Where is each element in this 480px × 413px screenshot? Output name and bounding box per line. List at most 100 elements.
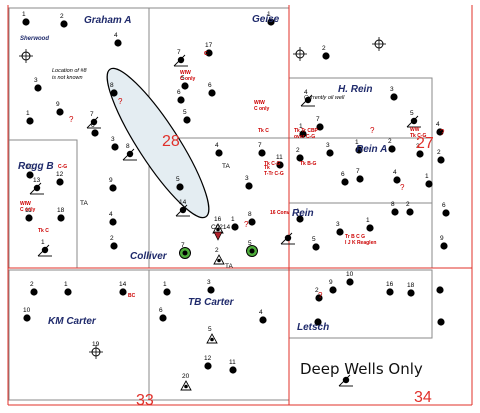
well-number: 9 bbox=[56, 101, 60, 108]
oil-well-dot bbox=[109, 218, 117, 226]
well-number: 14 bbox=[119, 281, 127, 288]
oil-well-dot bbox=[276, 161, 284, 169]
injection-well-slash bbox=[37, 244, 50, 257]
oil-well-dot bbox=[114, 39, 122, 47]
unknown-location-mark: ? bbox=[370, 126, 375, 135]
well-number: 6 bbox=[208, 82, 212, 89]
oil-well-dot bbox=[436, 286, 444, 294]
oil-well-dot bbox=[56, 178, 64, 186]
lease-label: H. Rein bbox=[338, 84, 372, 95]
oil-well-dot bbox=[315, 294, 323, 302]
well-note: BC bbox=[128, 293, 136, 299]
oil-well-dot bbox=[440, 242, 448, 250]
oil-well-dot bbox=[109, 184, 117, 192]
well-number: 2 bbox=[315, 287, 319, 294]
well-number: 3 bbox=[111, 136, 115, 143]
green-well-dot bbox=[182, 250, 188, 256]
well-number: 11 bbox=[276, 154, 283, 161]
well-number: 2 bbox=[30, 281, 34, 288]
oil-well-dot bbox=[181, 82, 189, 90]
ta-well-dot bbox=[210, 337, 214, 342]
injection-well-slash bbox=[173, 54, 186, 67]
unknown-location-mark: ? bbox=[244, 220, 249, 229]
well-number: 7 bbox=[90, 111, 94, 118]
well-number: 3 bbox=[245, 175, 249, 182]
ta-well-dot bbox=[217, 258, 221, 263]
ta-label: TA bbox=[80, 200, 88, 207]
well-number: 10 bbox=[23, 307, 31, 314]
well-number: 3 bbox=[390, 86, 394, 93]
well-number: 1 bbox=[267, 11, 271, 18]
well-number: 10 bbox=[26, 164, 34, 171]
well-number: 2 bbox=[322, 45, 326, 52]
injection-well-dot bbox=[410, 117, 418, 125]
well-number: 1 bbox=[41, 239, 45, 246]
well-note: 16 Conv bbox=[270, 210, 290, 216]
ta-label: TA bbox=[225, 263, 233, 270]
location-unknown-note: Location of #8 bbox=[52, 68, 87, 74]
well-number: 2 bbox=[437, 149, 441, 156]
well-number: 1 bbox=[296, 208, 300, 215]
oil-well-dot bbox=[176, 183, 184, 191]
oil-well-dot bbox=[208, 89, 216, 97]
well-number: 10 bbox=[346, 271, 354, 278]
oil-well-dot bbox=[215, 149, 223, 157]
well-number: 2 bbox=[296, 147, 300, 154]
oil-well-dot bbox=[245, 182, 253, 190]
well-number: 8 bbox=[248, 211, 252, 218]
lease-label: KM Carter bbox=[48, 316, 97, 327]
oil-well-dot bbox=[229, 366, 237, 374]
oil-well-dot bbox=[316, 123, 324, 131]
well-c0214-marker bbox=[213, 231, 223, 241]
oil-well-dot bbox=[248, 218, 256, 226]
well-number: 3 bbox=[207, 279, 211, 286]
oil-well-dot bbox=[57, 214, 65, 222]
injection-well-slash bbox=[300, 94, 313, 107]
well-number: 4 bbox=[109, 211, 113, 218]
oil-well-dot bbox=[259, 316, 267, 324]
well-note: Tk B-G bbox=[300, 161, 317, 167]
section-number: 27 bbox=[416, 135, 434, 152]
section-number: 28 bbox=[162, 133, 180, 150]
oil-well-dot bbox=[205, 49, 213, 57]
well-number: 5 bbox=[183, 109, 187, 116]
well-number: 8 bbox=[126, 143, 130, 150]
well-number: 9 bbox=[329, 279, 333, 286]
well-number: 14 bbox=[179, 199, 187, 206]
well-note: C only bbox=[254, 106, 269, 112]
injection-well-slash bbox=[175, 204, 188, 217]
well-number: 6 bbox=[91, 122, 95, 129]
well-note: C only bbox=[180, 76, 195, 82]
oil-well-dot bbox=[177, 96, 185, 104]
well-note: WIW bbox=[20, 201, 31, 207]
well-number: 6 bbox=[442, 202, 446, 209]
well-number: 6 bbox=[341, 171, 345, 178]
injection-well-dot bbox=[33, 184, 41, 192]
oil-well-dot bbox=[296, 154, 304, 162]
injection-well-dot bbox=[179, 206, 187, 214]
well-number: 2 bbox=[215, 247, 219, 254]
well-number: 13 bbox=[33, 177, 41, 184]
well-number: 17 bbox=[205, 42, 213, 49]
lease-label: Sherwood bbox=[20, 36, 49, 42]
well-note: over C-G bbox=[294, 134, 315, 140]
oil-well-dot bbox=[258, 149, 266, 157]
oil-well-dot bbox=[30, 288, 38, 296]
unknown-location-mark: ? bbox=[440, 128, 445, 137]
well-number: 3 bbox=[326, 142, 330, 149]
oil-well-dot bbox=[26, 117, 34, 125]
oil-well-dot bbox=[204, 362, 212, 370]
well-number: 6 bbox=[177, 89, 181, 96]
oil-well-dot bbox=[346, 278, 354, 286]
well-number: 1 bbox=[231, 216, 235, 223]
oil-well-dot bbox=[391, 208, 399, 216]
ta-label: TA bbox=[222, 163, 230, 170]
injection-well-slash bbox=[86, 116, 99, 129]
oil-well-dot bbox=[341, 178, 349, 186]
well-note: Tk C-G bbox=[410, 133, 427, 139]
well-number: 5 bbox=[181, 75, 185, 82]
well-number: 2 bbox=[406, 201, 410, 208]
well-note: Tk C bbox=[258, 128, 269, 134]
oil-well-dot bbox=[312, 243, 320, 251]
oil-well-dot bbox=[388, 145, 396, 153]
